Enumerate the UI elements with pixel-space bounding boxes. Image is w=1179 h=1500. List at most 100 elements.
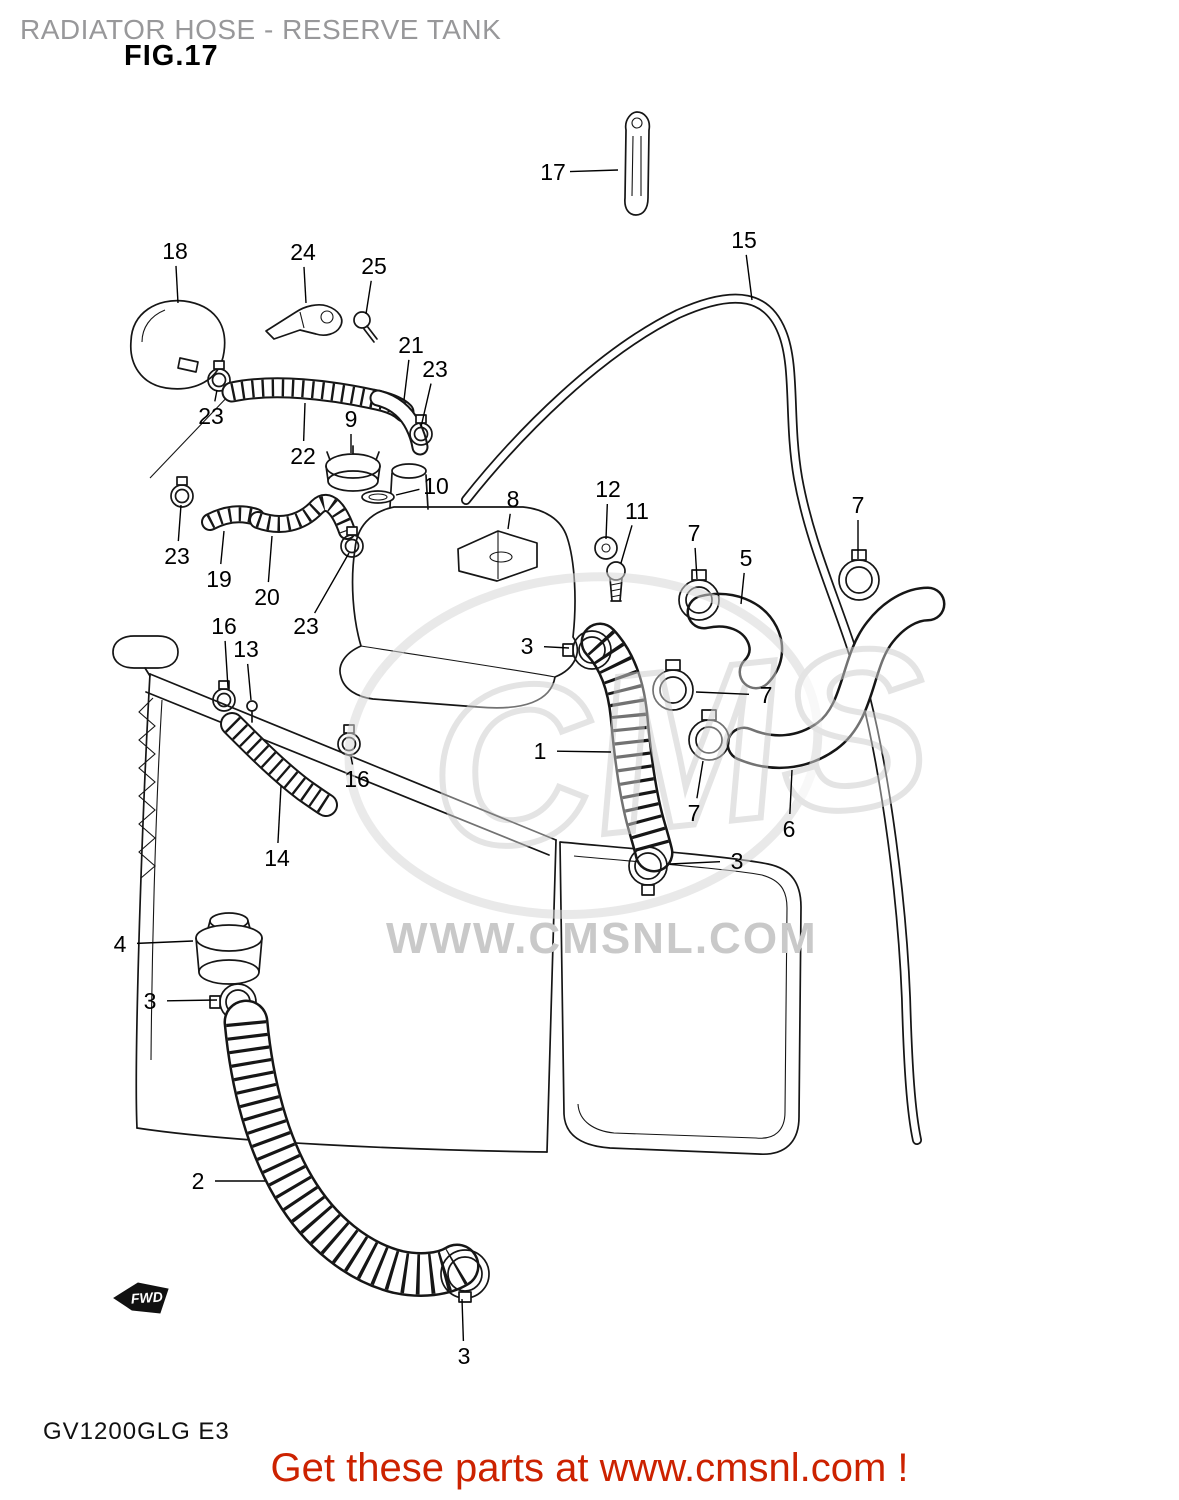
part-callout-6: 6 [783,816,796,842]
callout-leader-3 [669,860,721,865]
bolt-11 [606,561,626,602]
cms-logo-watermark: CMS [344,572,944,919]
clamp-16-a [212,680,236,712]
callout-leader-11 [620,525,633,564]
part-callout-18: 18 [162,238,188,264]
fwd-label: FWD [130,1288,163,1306]
part-callout-7: 7 [688,520,701,546]
part-callout-1: 1 [534,738,547,764]
part-callout-19: 19 [206,566,232,592]
clamp-7-b [652,659,694,711]
hose-20 [258,503,347,531]
clamp-23-d [340,526,364,558]
callout-leader-18 [175,265,179,304]
part-callout-17: 17 [540,159,566,185]
clamp-16-b [337,724,361,756]
part-callout-22: 22 [290,443,316,469]
tank-cap-9 [325,445,381,492]
part-callout-23: 23 [293,613,319,639]
part-callout-23: 23 [164,543,190,569]
callout-leader-1 [556,750,612,753]
part-callout-12: 12 [595,476,621,502]
callout-leader-12 [605,503,609,540]
bracket-24 [265,303,343,340]
part-callout-13: 13 [233,636,259,662]
part-callout-21: 21 [398,332,424,358]
hose-5 [704,610,766,672]
callout-leader-7 [695,691,750,696]
part-callout-2: 2 [192,1168,205,1194]
callout-leader-8 [507,513,511,530]
callout-leader-7 [694,547,698,580]
radiator [112,635,802,1155]
part-callout-5: 5 [740,545,753,571]
clamp-3-d [440,1249,490,1303]
part-callout-25: 25 [361,253,387,279]
part-callout-15: 15 [731,227,757,253]
part-callout-20: 20 [254,584,280,610]
hose-14 [232,724,326,805]
filler-neck-4 [195,912,263,985]
part-callout-9: 9 [345,406,358,432]
callout-leader-21 [403,359,410,401]
clamp-23-c [170,476,194,508]
callout-leader-10 [395,488,420,496]
cms-logo-text: CMS [417,596,941,899]
callout-leader-24 [303,266,307,304]
hanger-17 [624,111,651,216]
callout-leader-20 [267,535,273,583]
callout-leader-16 [350,756,354,765]
bracket-8 [457,530,538,582]
part-callout-3: 3 [521,633,534,659]
watermark-url-text: WWW.CMSNL.COM [386,914,818,963]
callout-leader-3 [461,1298,465,1342]
callout-leader-22 [302,402,306,442]
part-callout-11: 11 [625,498,649,524]
part-callout-7: 7 [760,682,773,708]
fwd-marker: FWD [113,1282,169,1314]
part-callout-16: 16 [344,766,370,792]
part-callout-23: 23 [422,356,448,382]
callout-leader-23 [420,383,432,428]
bolt-25 [353,311,378,343]
reserve-cap-18 [130,299,226,390]
callout-leader-3 [166,999,218,1002]
callout-leader-17 [569,169,619,173]
part-callout-3: 3 [144,988,157,1014]
hose-6 [744,604,928,752]
callout-leader-14 [277,785,282,844]
clamp-3-a [562,630,612,670]
callout-leader-3 [543,646,570,649]
callout-leader-7 [696,760,704,799]
figure-label: FIG.17 [124,40,219,72]
screw-13 [246,700,258,723]
callout-leader-25 [365,280,372,315]
model-code: GV1200GLG E3 [43,1418,230,1445]
part-callout-7: 7 [852,492,865,518]
part-callout-7: 7 [688,800,701,826]
overflow-hose-15 [466,299,917,1140]
part-callout-4: 4 [114,931,127,957]
callout-leader-23 [177,504,182,542]
callout-leader-15 [745,254,753,301]
part-callout-3: 3 [458,1343,471,1369]
callout-leader-16 [224,640,229,689]
clamp-3-c [209,983,257,1021]
pipe-21 [378,398,420,447]
promo-link[interactable]: Get these parts at www.cmsnl.com ! [270,1446,909,1490]
gasket-10 [361,490,395,504]
part-callout-23: 23 [198,403,224,429]
callout-leader-6 [789,769,793,815]
clamp-7-a [678,569,720,621]
reserve-tank [149,391,579,709]
callout-leader-23 [314,552,350,614]
part-callout-14: 14 [264,845,290,871]
hose-19 [210,514,256,522]
part-callout-16: 16 [211,613,237,639]
callout-leader-4 [136,940,194,945]
hose-22 [232,388,404,412]
part-callout-10: 10 [423,473,449,499]
